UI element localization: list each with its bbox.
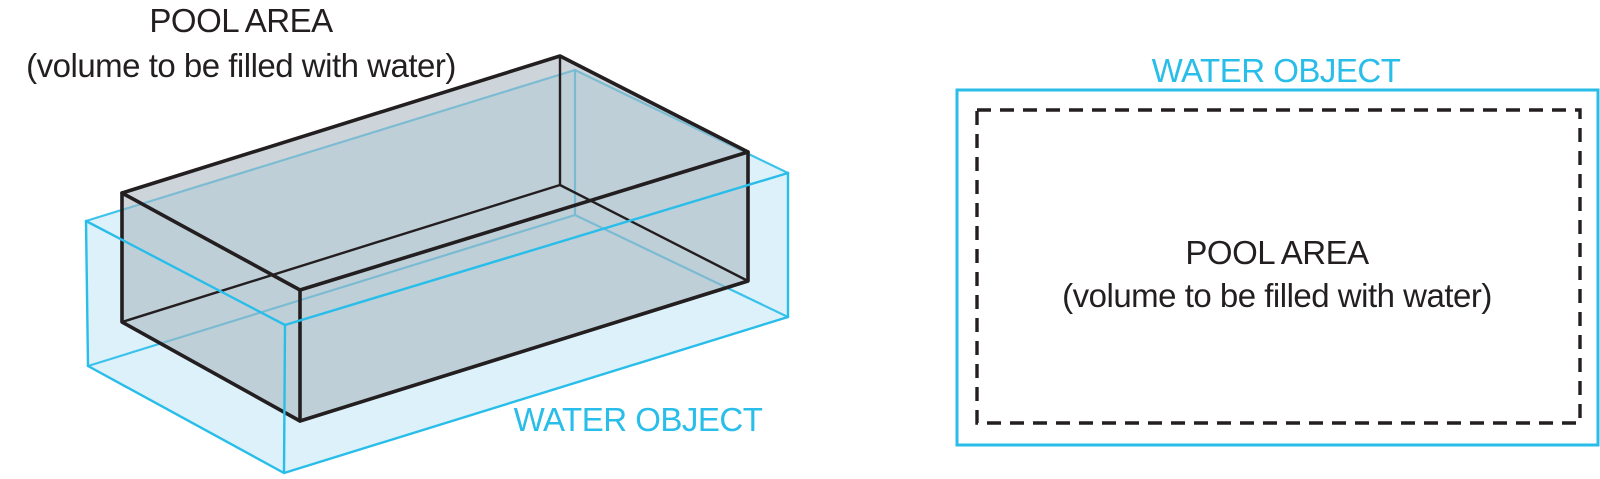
pool-silhouette	[122, 56, 748, 421]
pool-area-label-line1: POOL AREA	[1185, 234, 1369, 271]
water-bottom-edges	[86, 315, 790, 475]
water-object-label-3d: WATER OBJECT	[514, 401, 763, 438]
pool-area-title-line2: (volume to be filled with water)	[26, 47, 456, 84]
pool-box-3d	[120, 54, 750, 423]
pool-area-title-line1: POOL AREA	[149, 2, 333, 39]
pool-area-dashed-rect	[975, 108, 1582, 425]
pool-hidden-edges	[120, 54, 750, 324]
water-box-3d-front	[84, 171, 790, 475]
pool-front-edges	[120, 150, 750, 423]
water-object-rect	[955, 88, 1600, 447]
water-object-label-2d: WATER OBJECT	[1152, 52, 1401, 89]
water-box-2d	[955, 88, 1600, 447]
pool-area-label-line2: (volume to be filled with water)	[1062, 277, 1492, 314]
water-vertical-edges	[84, 171, 790, 475]
pool-outline	[120, 54, 750, 423]
